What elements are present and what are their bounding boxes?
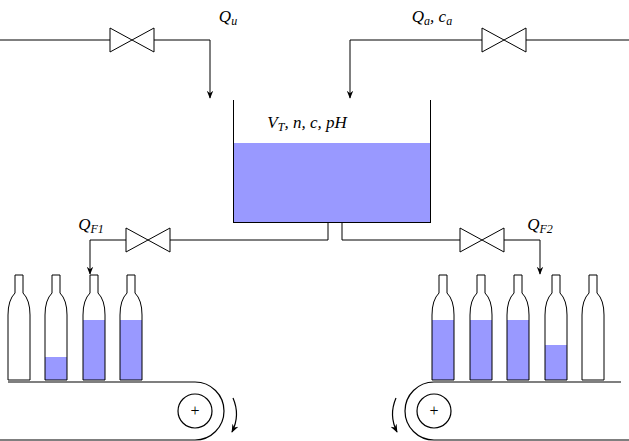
- valve: [460, 228, 504, 252]
- flow-label: Qa, ca: [412, 8, 452, 27]
- valve: [482, 28, 526, 52]
- bottle: [470, 275, 492, 380]
- bottle-fill: [83, 320, 105, 380]
- pulley-sign: +: [190, 403, 199, 419]
- bottle: [83, 275, 105, 380]
- bottle-fill: [507, 320, 529, 380]
- tank-label: VT, n, c, pH: [267, 114, 346, 133]
- bottle: [8, 275, 30, 380]
- bottle-fill: [45, 357, 67, 380]
- flow-label: QF2: [527, 216, 553, 235]
- valve: [126, 228, 170, 252]
- bottle: [45, 275, 67, 380]
- bottle: [120, 275, 142, 380]
- bottle: [545, 275, 567, 380]
- bottle: [432, 275, 454, 380]
- bottle: [582, 275, 604, 380]
- tank: VT, n, c, pH: [233, 100, 431, 223]
- flow-label: Qu: [219, 8, 237, 27]
- pulley-sign: +: [429, 403, 438, 419]
- bottle: [507, 275, 529, 380]
- pipes: [0, 28, 629, 274]
- bottle-fill: [120, 320, 142, 380]
- bottle-fill: [432, 320, 454, 380]
- bottle-fill: [545, 345, 567, 380]
- tank-liquid: [234, 143, 430, 222]
- flow-label: QF1: [78, 216, 104, 235]
- bottle-fill: [470, 320, 492, 380]
- valve: [110, 28, 154, 52]
- bottles: [8, 275, 604, 380]
- conveyors: [0, 382, 629, 440]
